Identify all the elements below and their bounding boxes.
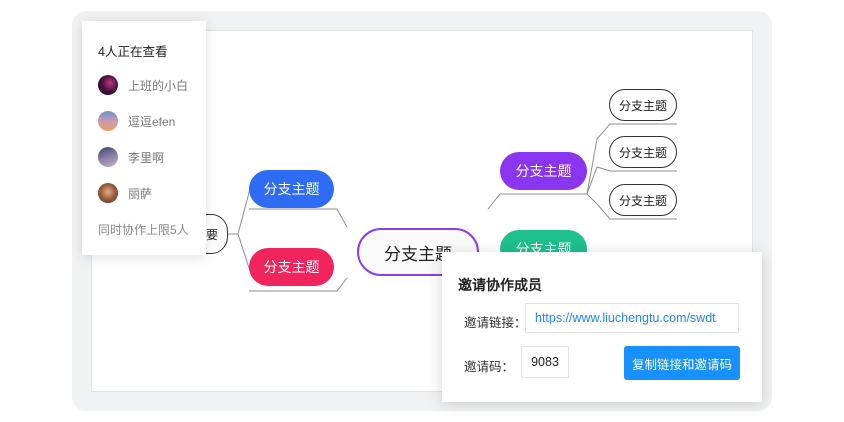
viewer-item[interactable]: 逗逗efen: [98, 110, 175, 132]
sub-topic-node-1[interactable]: 分支主题: [609, 89, 677, 121]
avatar: [98, 183, 118, 203]
connector-branch-2-center: [249, 277, 348, 292]
connector-sub-2: [586, 166, 677, 195]
avatar: [98, 147, 118, 167]
viewer-item[interactable]: 丽萨: [98, 182, 152, 204]
viewer-name: 上班的小白: [128, 78, 189, 93]
branch-topic-red[interactable]: 分支主题: [249, 248, 334, 286]
collaboration-limit-text: 同时协作上限5人: [98, 223, 189, 237]
invite-link-field[interactable]: https://www.liuchengtu.com/swdt: [525, 303, 739, 333]
connector-sub-1: [586, 123, 677, 195]
viewer-item[interactable]: 上班的小白: [98, 74, 188, 96]
branch-topic-purple[interactable]: 分支主题: [500, 152, 587, 190]
viewer-name: 李里啊: [128, 150, 165, 165]
invite-title: 邀请协作成员: [458, 277, 542, 293]
invite-link-label: 邀请链接：: [464, 316, 527, 330]
avatar: [98, 75, 118, 95]
viewer-name: 丽萨: [128, 186, 153, 201]
root-topic-label: 要: [205, 227, 218, 242]
copy-link-and-code-button[interactable]: 复制链接和邀请码: [624, 346, 740, 380]
connector-sub-3: [586, 193, 677, 220]
sub-topic-node-2[interactable]: 分支主题: [609, 136, 677, 168]
sub-topic-node-3[interactable]: 分支主题: [609, 184, 677, 216]
viewers-title: 4人正在查看: [98, 45, 168, 59]
branch-topic-blue[interactable]: 分支主题: [249, 170, 334, 208]
avatar: [98, 111, 118, 131]
invite-code-field[interactable]: 9083: [521, 346, 569, 378]
invite-code-label: 邀请码：: [464, 360, 515, 374]
viewer-name: 逗逗efen: [128, 114, 176, 129]
viewers-panel: 4人正在查看 上班的小白 逗逗efen 李里啊 丽萨 同时协作上限5人: [82, 21, 206, 255]
viewer-item[interactable]: 李里啊: [98, 146, 164, 168]
connector-center-purple: [487, 193, 587, 210]
invite-panel: 邀请协作成员 邀请链接： https://www.liuchengtu.com/…: [442, 252, 762, 402]
connector-branch-1-center: [249, 208, 348, 228]
